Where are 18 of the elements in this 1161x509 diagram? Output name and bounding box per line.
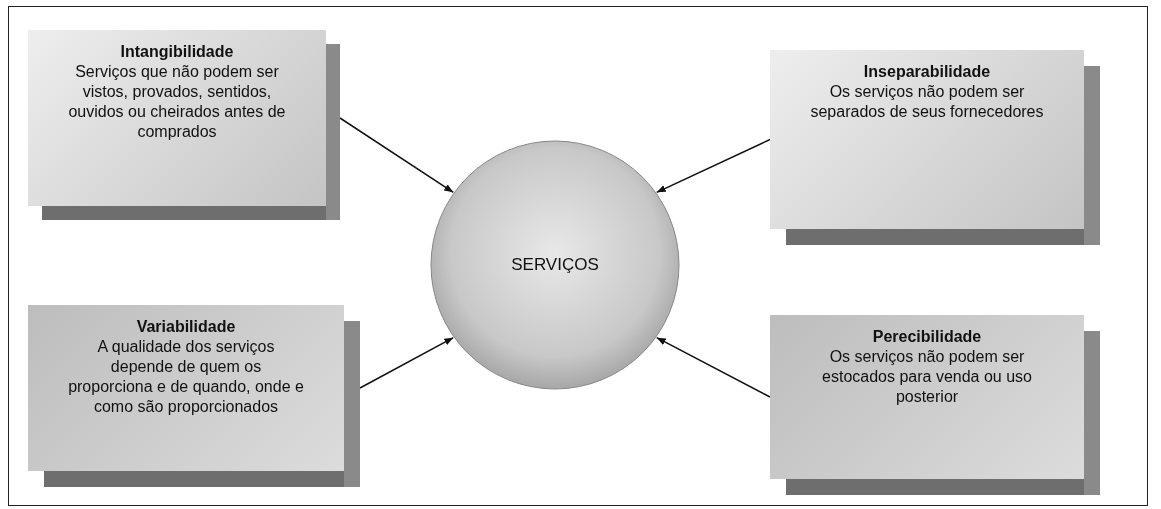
- box-description: Serviços que não podem ser vistos, provados, sentidos, ouvidos ou cheirados antes de comprados: [68, 62, 286, 142]
- box-heading: Variabilidade: [135, 317, 237, 337]
- bevelled-box: [770, 50, 1100, 245]
- box-heading: Intangibilidade: [119, 42, 235, 62]
- bevelled-box: [28, 305, 360, 487]
- box-description: Os serviços não podem ser separados de seus fornecedores: [810, 82, 1044, 122]
- arrow: [339, 117, 455, 194]
- arrow: [655, 336, 771, 398]
- box-heading: Inseparabilidade: [862, 62, 992, 82]
- box-heading: Perecibilidade: [871, 327, 983, 347]
- box-description: A qualidade dos serviços depende de quem os proporciona e de quando, onde e como são proporcionados: [68, 337, 304, 417]
- bevelled-box: [28, 30, 340, 220]
- box-description: Os serviços não podem ser estocados para venda ou uso posterior: [821, 347, 1033, 407]
- arrow: [655, 138, 771, 194]
- arrow: [359, 336, 455, 389]
- sphere-node: [430, 140, 680, 390]
- bevelled-box: [770, 315, 1100, 495]
- node-label: SERVIÇOS: [510, 255, 600, 275]
